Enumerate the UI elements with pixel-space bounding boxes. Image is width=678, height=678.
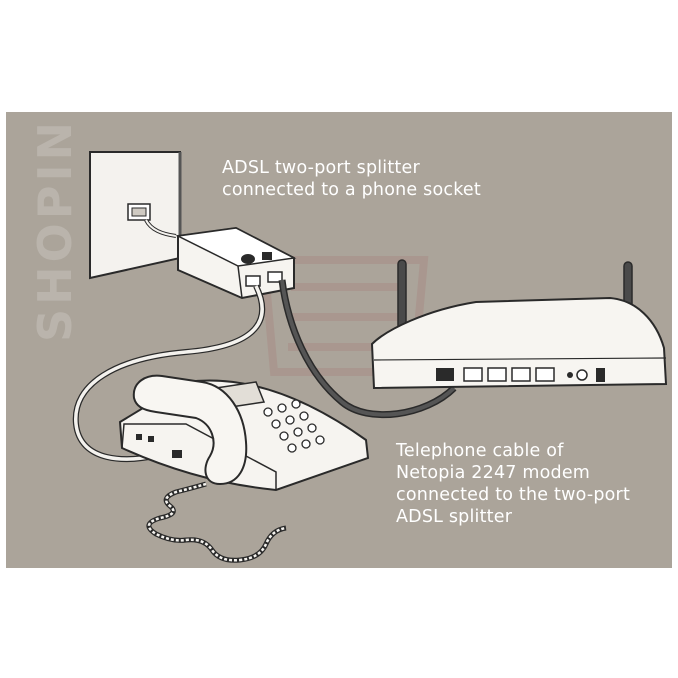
adsl-splitter — [175, 226, 297, 300]
wall-socket-plate — [89, 151, 182, 280]
diagram-panel: SHOPIN — [6, 112, 672, 568]
adsl-modem — [370, 259, 668, 390]
splitter-caption: ADSL two-port splitter connected to a ph… — [222, 157, 481, 201]
cable-caption-line-4: ADSL splitter — [396, 507, 513, 527]
cable-caption-line-2: Netopia 2247 modem — [396, 463, 591, 483]
cable-caption-line-3: connected to the two-port — [396, 485, 631, 505]
diagram-art — [72, 151, 668, 563]
splitter-caption-line-1: ADSL two-port splitter — [222, 158, 420, 178]
cable-caption-line-1: Telephone cable of — [396, 441, 564, 461]
splitter-caption-line-2: connected to a phone socket — [222, 180, 481, 200]
cable-caption: Telephone cable of Netopia 2247 modem co… — [396, 440, 630, 528]
telephone — [118, 374, 370, 563]
